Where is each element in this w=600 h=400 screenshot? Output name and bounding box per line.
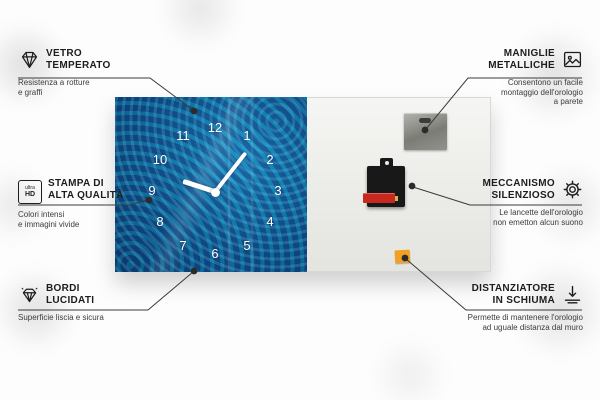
gem-icon — [18, 283, 40, 305]
clock-front-face: 12 1 2 3 4 5 6 7 8 9 10 11 — [115, 97, 307, 272]
callout-title: MANIGLIE METALLICHE — [488, 48, 555, 71]
picture-icon — [561, 48, 583, 70]
callout-stampa-alta-qualita: ultra HD STAMPA DI ALTA QUALITÀ Colori i… — [18, 178, 153, 229]
ultra-label: ultra — [25, 185, 35, 191]
callout-subtitle: Superficie liscia e sicura — [18, 313, 104, 322]
mechanism-hanger — [380, 158, 393, 168]
callout-bordi-lucidati: BORDI LUCIDATI Superficie liscia e sicur… — [18, 283, 163, 323]
callout-meccanismo-silenzioso: MECCANISMO SILENZIOSO Le lancette dell'o… — [443, 178, 583, 227]
clock-number: 2 — [266, 152, 274, 167]
clock-number: 8 — [156, 214, 164, 229]
callout-maniglie-metalliche: MANIGLIE METALLICHE Consentono un facile… — [443, 48, 583, 107]
callout-subtitle: Resistenza a rotture e graffi — [18, 78, 90, 97]
callout-subtitle: Le lancette dell'orologio non emetton al… — [493, 208, 583, 227]
callout-title: VETRO TEMPERATO — [46, 48, 111, 71]
clock-mechanism — [363, 166, 405, 207]
spacer-icon — [561, 283, 583, 305]
battery — [363, 193, 398, 203]
callout-distanziatore-schiuma: DISTANZIATORE IN SCHIUMA Permette di man… — [428, 283, 583, 332]
callout-title: DISTANZIATORE IN SCHIUMA — [471, 283, 555, 306]
metal-bracket — [404, 113, 447, 150]
callout-title: BORDI LUCIDATI — [46, 283, 95, 306]
clock-number: 10 — [152, 152, 168, 167]
diamond-icon — [18, 48, 40, 70]
clock-number: 1 — [243, 128, 251, 143]
clock-number: 7 — [179, 238, 187, 253]
callout-subtitle: Colori intensi e immagini vivide — [18, 210, 80, 229]
callout-subtitle: Consentono un facile montaggio dell'orol… — [500, 78, 583, 106]
clock-center-cap — [210, 187, 220, 197]
callout-title: STAMPA DI ALTA QUALITÀ — [48, 178, 124, 201]
hd-label: HD — [24, 191, 36, 198]
clock-number: 11 — [176, 128, 190, 143]
minute-hand — [213, 151, 247, 194]
clock-number: 3 — [274, 183, 282, 198]
clock-number: 9 — [148, 183, 156, 198]
clock-number: 4 — [266, 214, 274, 229]
ultra-hd-icon: ultra HD — [18, 180, 42, 204]
clock-number: 5 — [243, 238, 251, 253]
clock-number: 6 — [211, 246, 219, 261]
wall-clock-product: 12 1 2 3 4 5 6 7 8 9 10 11 — [115, 97, 491, 272]
foam-spacer — [394, 249, 411, 264]
callout-title: MECCANISMO SILENZIOSO — [482, 178, 555, 201]
clock-number: 12 — [207, 120, 223, 135]
gear-icon — [561, 178, 583, 200]
callout-vetro-temperato: VETRO TEMPERATO Resistenza a rotture e g… — [18, 48, 153, 97]
callout-subtitle: Permette di mantenere l'orologio ad ugua… — [467, 313, 583, 332]
